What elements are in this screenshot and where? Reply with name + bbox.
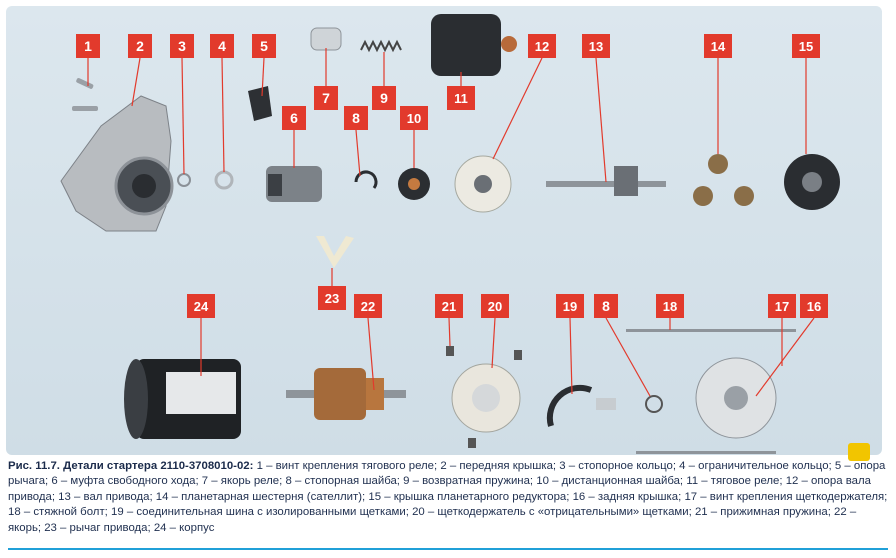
leader-lines [87, 48, 815, 397]
callout-8-rear: 8 [594, 294, 618, 318]
callout-4: 4 [210, 34, 234, 58]
callout-1: 1 [76, 34, 100, 58]
parts-drawing [60, 14, 840, 454]
bottom-rule [8, 548, 888, 550]
callout-6: 6 [282, 106, 306, 130]
callout-23: 23 [318, 286, 346, 310]
car-logo-icon [848, 443, 870, 461]
callout-15: 15 [792, 34, 820, 58]
front-cover-part [60, 95, 174, 232]
figure-caption: Рис. 11.7. Детали стартера 2110-3708010-… [8, 459, 888, 536]
callout-5: 5 [252, 34, 276, 58]
caption-text: 1 – винт крепления тягового реле; 2 – пе… [8, 460, 888, 534]
callout-7: 7 [314, 86, 338, 110]
callout-13: 13 [582, 34, 610, 58]
callout-18: 18 [656, 294, 684, 318]
callout-2: 2 [128, 34, 152, 58]
callout-12: 12 [528, 34, 556, 58]
callout-9: 9 [372, 86, 396, 110]
callout-19: 19 [556, 294, 584, 318]
callout-14: 14 [704, 34, 732, 58]
callout-20: 20 [481, 294, 509, 318]
callout-17: 17 [768, 294, 796, 318]
callout-10: 10 [400, 106, 428, 130]
caption-title: Рис. 11.7. Детали стартера 2110-3708010-… [8, 460, 254, 472]
callout-22: 22 [354, 294, 382, 318]
callout-8: 8 [344, 106, 368, 130]
callout-3: 3 [170, 34, 194, 58]
callout-11: 11 [447, 86, 475, 110]
callout-24: 24 [187, 294, 215, 318]
callout-21: 21 [435, 294, 463, 318]
callout-16: 16 [800, 294, 828, 318]
exploded-parts-photo: 1 2 3 4 5 6 7 8 9 10 11 12 13 14 15 24 2… [6, 6, 882, 455]
